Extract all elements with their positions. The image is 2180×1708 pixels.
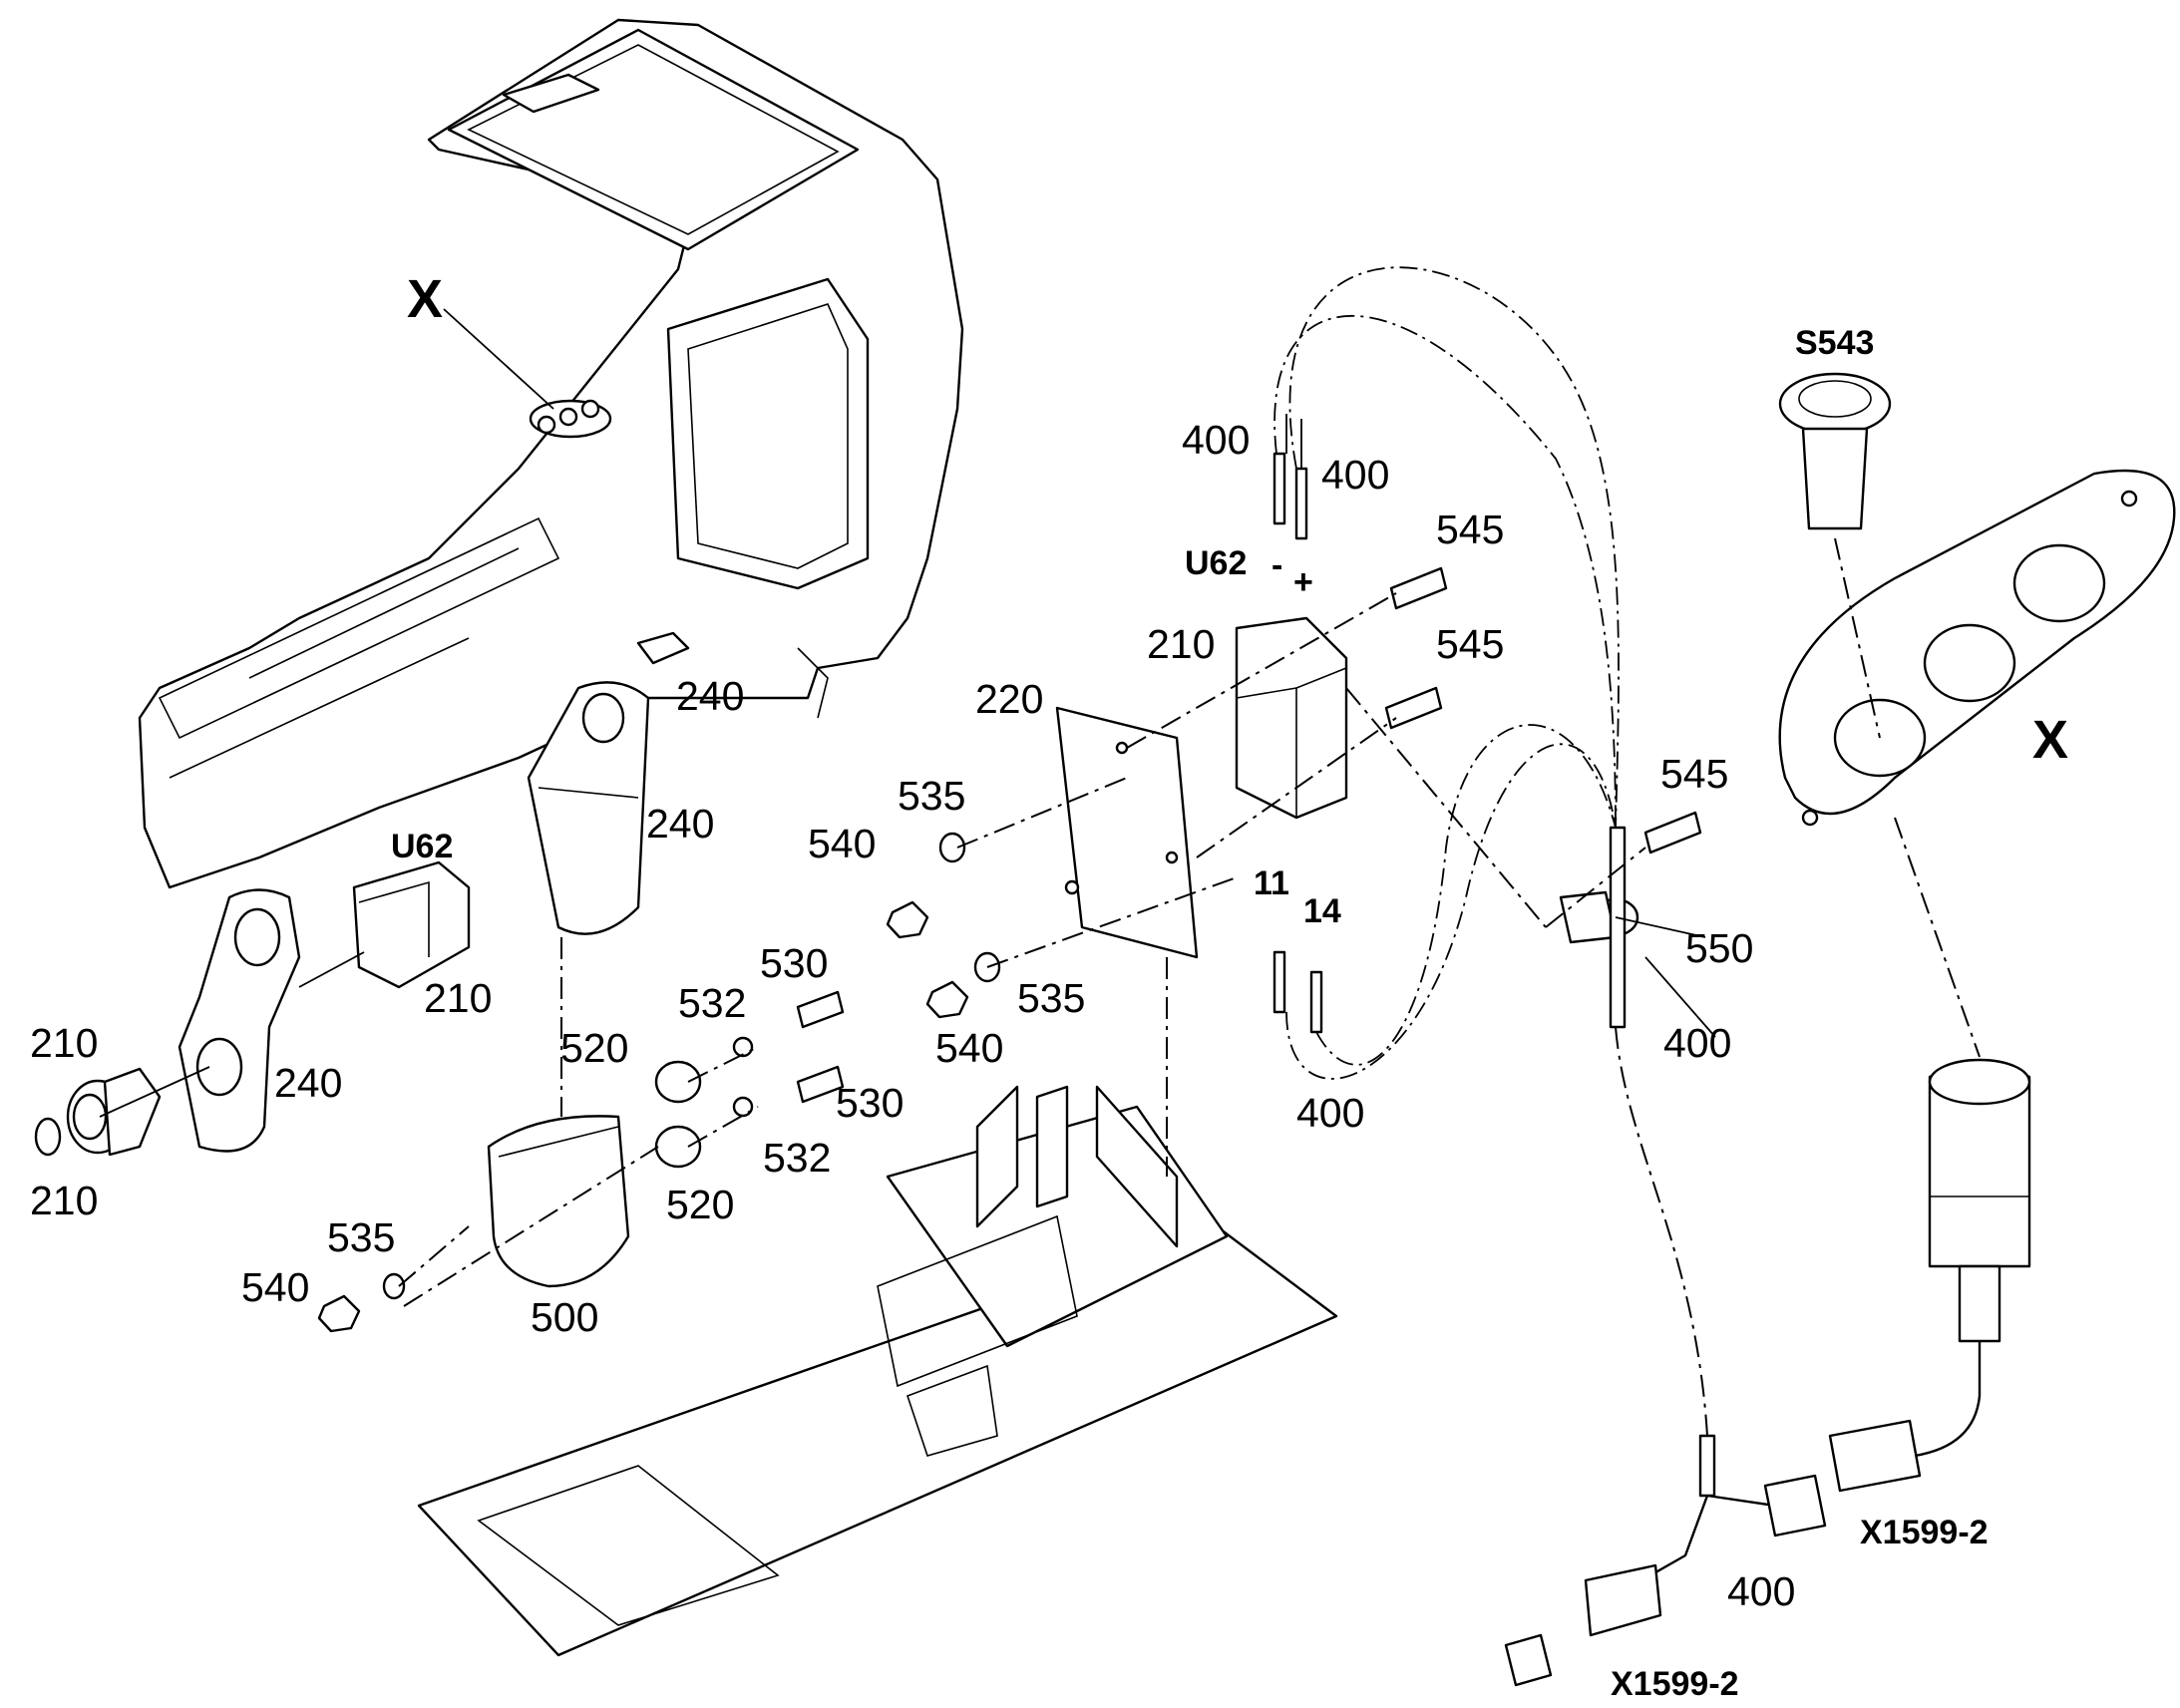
callout-240-a: 240 [676, 673, 744, 719]
callout-535-b: 535 [1017, 975, 1085, 1021]
plate-220 [1055, 706, 1199, 959]
callout-210-b: 210 [424, 975, 492, 1021]
leader-lines [99, 308, 1716, 1118]
callout-530-b: 530 [836, 1080, 904, 1126]
callout-532-a: 532 [678, 980, 746, 1026]
callout-545-a: 545 [1436, 507, 1504, 552]
callout-532-b: 532 [763, 1135, 831, 1181]
callout-210-c: 210 [30, 1020, 98, 1066]
relay-u62 [1235, 616, 1348, 820]
callout-x-left: X [407, 269, 443, 329]
callout-535-a: 535 [898, 773, 965, 819]
routing-lines [398, 266, 1981, 1437]
harness-400 [1504, 1434, 1827, 1687]
socket-u62-left [352, 860, 471, 989]
callout-x1599-b: X1599-2 [1611, 1665, 1739, 1703]
bracket-240-left [178, 888, 301, 1153]
callout-545-c: 545 [1660, 751, 1728, 797]
callout-11: 11 [1254, 864, 1289, 902]
clamp-550 [1559, 826, 1639, 1029]
callout-400-d: 400 [1663, 1020, 1731, 1066]
callout-plus: + [1293, 563, 1313, 601]
switch-s543 [1778, 372, 1892, 530]
housing-500 [487, 1115, 630, 1288]
screws-545 [1384, 566, 1702, 854]
screws-530 [732, 990, 845, 1118]
callout-520-a: 520 [560, 1025, 628, 1071]
panel-x [1778, 469, 2176, 827]
nuts-washers-center [886, 832, 1001, 1019]
callout-x1599-a: X1599-2 [1860, 1514, 1989, 1551]
callout-540-a: 540 [808, 821, 876, 866]
callout-545-b: 545 [1436, 621, 1504, 667]
callout-500: 500 [531, 1294, 598, 1340]
dust-cap-210 [34, 1067, 162, 1157]
callout-240-c: 240 [274, 1060, 342, 1106]
callout-400-c: 400 [1296, 1090, 1364, 1136]
callout-u62-left: U62 [391, 828, 453, 865]
callout-400-b: 400 [1321, 452, 1389, 498]
callout-s543: S543 [1795, 324, 1874, 362]
callout-535-c: 535 [327, 1214, 395, 1260]
washers-520 [654, 1060, 702, 1169]
callout-u62-top: U62 [1185, 544, 1247, 582]
callout-530-a: 530 [760, 940, 828, 986]
callout-400-e: 400 [1727, 1568, 1795, 1614]
callout-14: 14 [1303, 892, 1341, 930]
socket-x1599 [1828, 1058, 2031, 1493]
nut-540-left [317, 1272, 406, 1333]
callout-550: 550 [1685, 925, 1753, 971]
callout-minus: - [1272, 546, 1282, 584]
callout-520-b: 520 [666, 1182, 734, 1227]
callout-240-b: 240 [646, 801, 714, 847]
cover-240 [527, 631, 690, 935]
callout-labels: X X S543 U62 U62 - + 400 400 400 400 400… [30, 269, 2068, 1703]
cab-frame-drawing [138, 18, 964, 889]
floor-plate-drawing [417, 1085, 1338, 1657]
callout-400-a: 400 [1182, 417, 1250, 463]
callout-x-right: X [2032, 710, 2068, 770]
callout-540-c: 540 [241, 1264, 309, 1310]
callout-220: 220 [975, 676, 1043, 722]
callout-210-a: 210 [1147, 621, 1215, 667]
callout-540-b: 540 [935, 1025, 1003, 1071]
callout-210-d: 210 [30, 1178, 98, 1223]
